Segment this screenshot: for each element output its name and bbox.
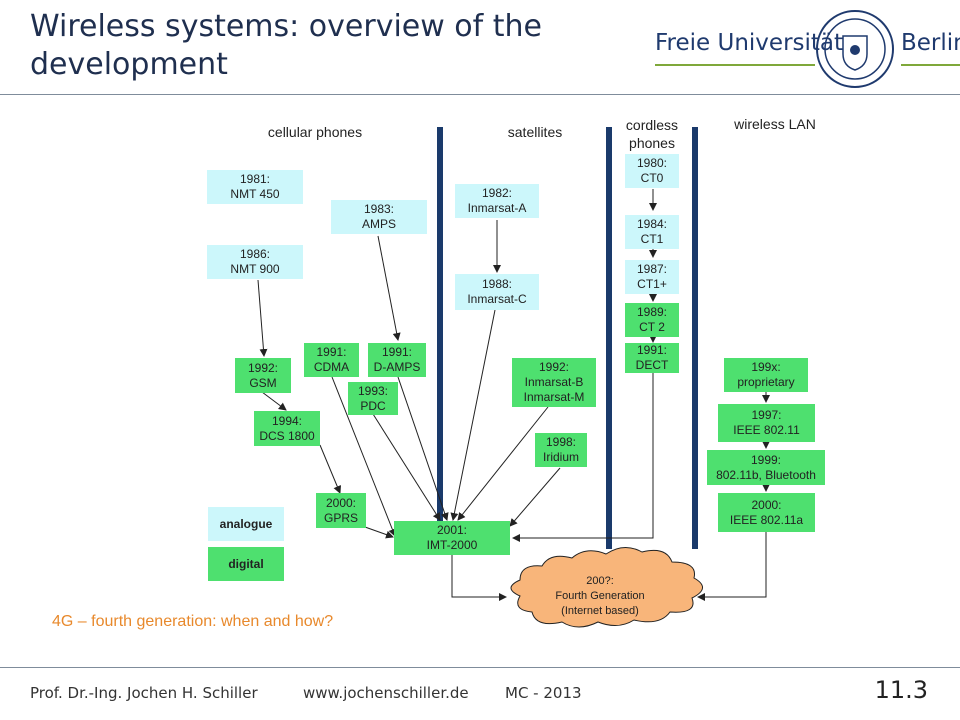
legend-analogue: analogue bbox=[208, 507, 284, 541]
logo-text-left: Freie Universität bbox=[655, 30, 844, 56]
logo-underline bbox=[655, 64, 815, 66]
logo-text-right: Berlin bbox=[901, 30, 960, 56]
box-ct1-plus: 1987: CT1+ bbox=[625, 260, 679, 294]
box-imt2000: 2001: IMT-2000 bbox=[394, 521, 510, 555]
box-cdma: 1991: CDMA bbox=[304, 343, 359, 377]
category-wlan: wireless LAN bbox=[734, 116, 816, 132]
box-ct1: 1984: CT1 bbox=[625, 215, 679, 249]
fourth-generation-label: 200?: Fourth Generation (Internet based) bbox=[555, 575, 645, 617]
category-cellular: cellular phones bbox=[267, 124, 363, 140]
footer-author: Prof. Dr.-Ing. Jochen H. Schiller bbox=[30, 684, 258, 702]
box-pdc: 1993: PDC bbox=[348, 382, 398, 415]
box-ieee80211b: 1999: 802.11b, Bluetooth bbox=[707, 450, 825, 485]
box-amps: 1983: AMPS bbox=[331, 200, 427, 234]
box-iridium: 1998: Iridium bbox=[535, 433, 587, 467]
box-dect: 1991: DECT bbox=[625, 343, 679, 373]
box-ct0: 1980: CT0 bbox=[625, 154, 679, 188]
divider-cordless-wlan bbox=[692, 127, 698, 549]
box-d-amps: 1991: D-AMPS bbox=[368, 343, 426, 377]
box-gprs: 2000: GPRS bbox=[316, 493, 366, 528]
header-divider bbox=[0, 94, 960, 95]
box-inmarsat-a: 1982: Inmarsat-A bbox=[455, 184, 539, 218]
box-gsm: 1992: GSM bbox=[235, 358, 291, 393]
footer-course: MC - 2013 bbox=[505, 684, 582, 702]
fourth-generation-cloud bbox=[510, 547, 703, 628]
university-logo: Freie Universität Berlin bbox=[655, 6, 960, 92]
divider-cellular-satellites bbox=[437, 127, 443, 549]
box-ieee80211: 1997: IEEE 802.11 bbox=[718, 404, 815, 442]
box-inmarsat-b-m: 1992: Inmarsat-B Inmarsat-M bbox=[512, 358, 596, 407]
box-nmt900: 1986: NMT 900 bbox=[207, 245, 303, 279]
category-satellites: satellites bbox=[507, 124, 563, 140]
box-proprietary: 199x: proprietary bbox=[724, 358, 808, 392]
page-number: 11.3 bbox=[874, 676, 928, 704]
divider-satellites-cordless bbox=[606, 127, 612, 549]
box-ieee80211a: 2000: IEEE 802.11a bbox=[718, 493, 815, 532]
fourth-generation-question: 4G – fourth generation: when and how? bbox=[52, 613, 334, 630]
box-dcs1800: 1994: DCS 1800 bbox=[254, 411, 320, 446]
footer-url: www.jochenschiller.de bbox=[303, 684, 469, 702]
box-nmt450: 1981: NMT 450 bbox=[207, 170, 303, 204]
category-cordless: cordless phones bbox=[625, 117, 679, 151]
footer-divider bbox=[0, 667, 960, 668]
slide-title: Wireless systems: overview of the develo… bbox=[30, 9, 542, 82]
legend-digital: digital bbox=[208, 547, 284, 581]
box-ct2: 1989: CT 2 bbox=[625, 303, 679, 337]
logo-underline-right bbox=[901, 64, 960, 66]
box-inmarsat-c: 1988: Inmarsat-C bbox=[455, 274, 539, 310]
seal-icon bbox=[816, 10, 894, 88]
